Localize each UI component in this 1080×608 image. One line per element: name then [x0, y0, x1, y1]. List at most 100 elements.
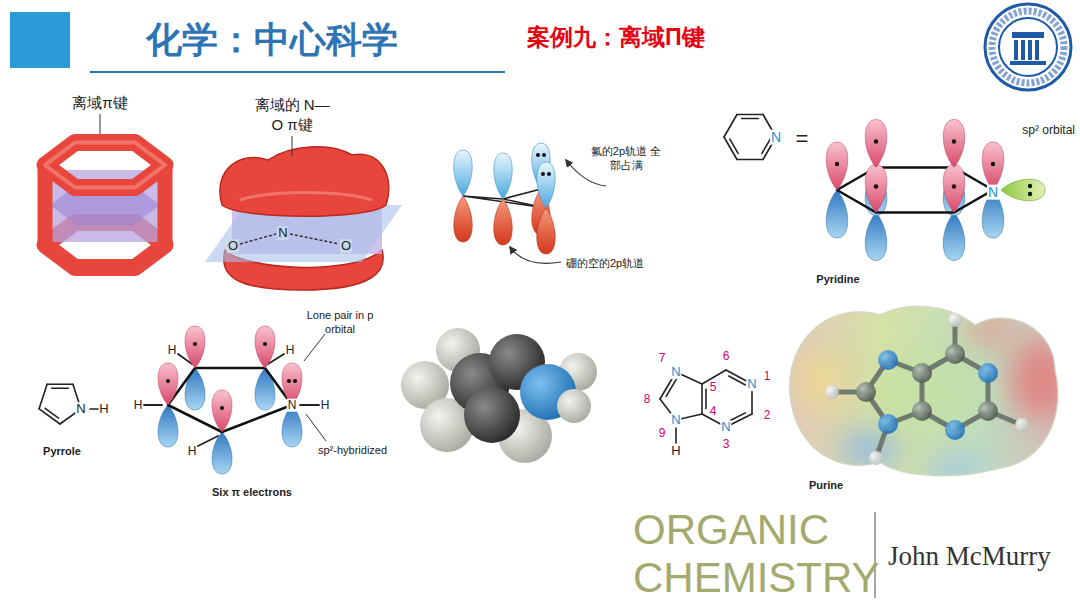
electron-dot: [874, 139, 878, 143]
atom-ball: [978, 401, 998, 421]
nitrate-pi-cloud: [220, 147, 389, 216]
atom-label: H: [188, 444, 197, 458]
atom-ball: [945, 344, 965, 364]
bond-line: [730, 139, 738, 153]
purine-potential-map: [780, 295, 1070, 485]
purine-structure: [660, 370, 752, 443]
slide-title: 化学：中心科学: [146, 18, 398, 61]
atom-label: O: [227, 239, 239, 253]
p-orbital-lobe: [185, 368, 205, 410]
p-orbital-lobe: [943, 213, 965, 261]
bond-line: [144, 404, 162, 406]
bond-line: [737, 114, 763, 116]
p-orbital-lobe: [185, 326, 205, 368]
atom-number: 8: [644, 392, 651, 406]
p-orbital-lobe: [212, 432, 232, 474]
atom-number: 6: [723, 349, 730, 363]
atom-ball: [878, 414, 898, 434]
atom-label: H: [671, 443, 680, 459]
bond-line: [705, 389, 707, 408]
p-orbital-lobe: [537, 162, 555, 208]
atom-label: N: [770, 130, 782, 145]
header: [10, 12, 505, 72]
electron-dot: [263, 342, 267, 346]
p-orbital-lobe: [494, 153, 512, 199]
purine-potential-map: [840, 428, 900, 472]
p-orbital-lobe: [826, 142, 848, 190]
electron-dot: [835, 162, 839, 166]
purine-potential-map: [780, 295, 1070, 488]
p-orbital-lobe: [158, 405, 178, 447]
p-orbital-lobe: [537, 208, 555, 254]
bond-line: [39, 384, 47, 409]
cloud-highlight: [45, 142, 165, 187]
electron-dot: [220, 406, 224, 410]
figure-label: 离域π键: [72, 94, 127, 112]
atom-sphere: [557, 389, 591, 423]
p-orbital-lobe: [865, 213, 887, 261]
bond-line: [90, 408, 98, 410]
sp2-orbital-lobe: [1001, 179, 1045, 201]
atom-ball: [856, 382, 876, 402]
electron-dot: [1028, 192, 1032, 196]
atom-label: H: [134, 398, 143, 412]
school-logo: [985, 4, 1071, 90]
atom-label: H: [168, 343, 177, 357]
p-orbital-lobe: [255, 368, 275, 410]
school-logo: [1014, 40, 1018, 60]
p-orbital-lobe: [826, 190, 848, 238]
bond-line: [724, 114, 737, 137]
atom-label: N: [277, 226, 288, 240]
callout-note: 氟的2p轨道 全部占满: [590, 144, 662, 173]
electron-dot: [991, 162, 995, 166]
p-orbital-lobe: [982, 142, 1004, 190]
p-orbital-lobe: [943, 119, 965, 167]
purine-potential-map: [790, 306, 1058, 475]
leader-line: [100, 114, 101, 136]
figure-caption: Six π electrons: [212, 486, 292, 499]
molecule-name: Pyrrole: [43, 445, 81, 458]
electron-dot: [293, 379, 297, 383]
benzene-pi-cloud: [45, 114, 165, 268]
atom-label: N: [75, 402, 86, 416]
book-title: ORGANIC: [633, 505, 829, 555]
ring-bond-frame: [168, 368, 292, 432]
p-orbital-lobe: [494, 199, 512, 245]
atom-sphere: [464, 387, 520, 443]
bond-line: [666, 379, 676, 396]
atom-number: 1: [764, 369, 771, 383]
school-logo: [999, 18, 1057, 76]
pyridine-structure: [724, 114, 776, 159]
p-orbital-lobe: [282, 405, 302, 447]
bond-line: [701, 384, 703, 414]
electron-dot: [536, 153, 540, 157]
callout-note: sp²-hybridized: [318, 444, 387, 457]
nitrate-pi-cloud: [205, 136, 402, 290]
p-orbital-lobe: [943, 165, 965, 213]
pointer-arrow: [566, 160, 606, 186]
school-logo: [1028, 40, 1032, 60]
bond-line: [729, 376, 746, 385]
p-orbital-lobe: [865, 119, 887, 167]
electron-dot: [542, 153, 546, 157]
pyrrole-orbitals: [144, 326, 326, 474]
pyrrole-space-filling-model: [401, 328, 597, 463]
book-title: CHEMISTRY: [633, 553, 880, 603]
atom-label: N: [670, 413, 681, 427]
atom-ball: [978, 363, 998, 383]
electron-dot: [547, 172, 551, 176]
purine-potential-map: [780, 295, 1070, 488]
electron-dot: [1028, 184, 1032, 188]
p-orbital-lobe: [865, 165, 887, 213]
atom-ball: [912, 401, 932, 421]
atom-label: H: [99, 401, 108, 417]
atom-label: N: [746, 377, 757, 391]
book-author: John McMurry: [888, 540, 1051, 572]
bond-line: [675, 428, 677, 443]
purine-potential-map: [796, 350, 844, 410]
bond-line: [47, 383, 73, 385]
atom-ball: [945, 420, 965, 440]
header-square: [10, 12, 70, 68]
